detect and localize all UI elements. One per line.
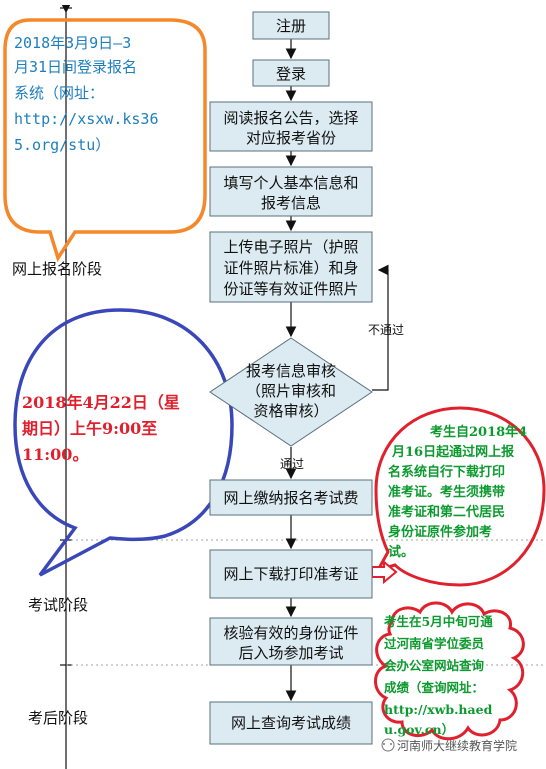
step-register: 注册	[252, 11, 330, 40]
stage-registration: 网上报名阶段	[12, 260, 102, 278]
red-callout: 考生自2018年4 月16日起通过网上报 名系统自行下载打印 准考证。考生须携带…	[374, 406, 546, 587]
step-pay-fee-label: 网上缴纳报名考试费	[223, 489, 358, 507]
cloud-callout-line-6: u.gov.cn）	[384, 722, 454, 737]
stage-exam: 考试阶段	[28, 596, 88, 614]
step-fill-info: 填写个人基本信息和 报考信息	[209, 166, 373, 217]
step-review-line-2: （照片审核和	[246, 382, 336, 400]
step-query-score: 网上查询考试成绩	[209, 701, 373, 745]
step-upload-photo-line-1: 上传电子照片（护照	[223, 238, 358, 256]
step-pay-fee: 网上缴纳报名考试费	[209, 479, 373, 516]
red-callout-line-1: 考生自2018年4	[430, 424, 527, 440]
step-upload-photo: 上传电子照片（护照 证件照片标准）和身 份证等有效证件照片	[209, 231, 373, 303]
red-callout-line-3: 名系统自行下载打印	[388, 464, 505, 480]
pass-label: 通过	[280, 457, 304, 471]
stage-post-exam: 考后阶段	[28, 709, 88, 727]
step-review-line-3: 资格审核）	[253, 402, 328, 420]
cloud-callout-line-1: 考生在5月中旬可通	[384, 614, 493, 629]
wechat-icon	[381, 738, 395, 752]
red-callout-line-6: 身份证原件参加考	[388, 524, 492, 540]
connectors	[285, 39, 389, 702]
step-upload-photo-line-3: 份证等有效证件照片	[223, 280, 358, 298]
step-read-notice-line-2: 对应报考省份	[246, 129, 336, 147]
step-register-label: 注册	[276, 17, 306, 35]
step-download-ticket-label: 网上下载打印准考证	[223, 565, 358, 583]
step-verify-id-line-1: 核验有效的身份证件	[223, 624, 358, 642]
red-hollow-arrow	[371, 559, 398, 585]
red-callout-line-5: 准考证和第二代居民	[388, 504, 505, 520]
watermark-text: 河南师大继续教育学院	[397, 738, 517, 753]
step-login-label: 登录	[276, 65, 306, 83]
cloud-callout-line-2: 过河南省学位委员	[384, 636, 485, 651]
step-verify-id: 核验有效的身份证件 后入场参加考试	[209, 617, 373, 666]
blue-callout-line-2: 期日）上午9:00至	[22, 419, 157, 438]
orange-callout-line-5: 5.org/stu）	[14, 136, 110, 154]
orange-callout-line-4: http://xsxw.ks36	[14, 110, 159, 128]
blue-callout-line-3: 11:00。	[22, 445, 88, 464]
cloud-callout-line-4: 成绩（查询网址：	[384, 680, 484, 695]
orange-callout-line-1: 2018年3月9日—3	[14, 34, 131, 52]
orange-callout: 2018年3月9日—3 月31日间登录报名 系统（网址： http://xsxw…	[3, 18, 207, 263]
step-fill-info-line-1: 填写个人基本信息和	[223, 174, 358, 192]
step-read-notice-line-1: 阅读报名公告，选择	[223, 109, 358, 127]
step-upload-photo-line-2: 证件照片标准）和身	[223, 259, 358, 277]
red-callout-line-7: 试。	[388, 544, 414, 560]
cloud-callout-line-3: 会办公室网站查询	[384, 658, 485, 673]
red-callout-line-2: 月16日起通过网上报	[391, 444, 515, 460]
step-read-notice: 阅读报名公告，选择 对应报考省份	[209, 101, 373, 152]
fail-label: 不通过	[368, 323, 404, 337]
blue-callout-line-1: 2018年4月22日（星	[22, 393, 180, 412]
step-review-line-1: 报考信息审核	[246, 362, 336, 380]
step-fill-info-line-2: 报考信息	[261, 194, 321, 212]
step-login: 登录	[252, 59, 330, 87]
red-callout-line-4: 准考证。考生须携带	[388, 484, 505, 500]
blue-callout: 2018年4月22日（星 期日）上午9:00至 11:00。	[13, 308, 234, 577]
cloud-callout: 考生在5月中旬可通 过河南省学位委员 会办公室网站查询 成绩（查询网址： htt…	[374, 601, 525, 741]
orange-callout-line-3: 系统（网址：	[14, 84, 104, 102]
orange-callout-line-2: 月31日间登录报名	[14, 58, 137, 76]
step-review-decision: 报考信息审核 （照片审核和 资格审核）	[209, 337, 373, 447]
watermark: 河南师大继续教育学院	[381, 738, 517, 753]
cloud-callout-line-5: http://xwb.haed	[384, 702, 493, 717]
step-download-ticket: 网上下载打印准考证	[209, 549, 373, 599]
step-query-score-label: 网上查询考试成绩	[231, 714, 351, 732]
step-verify-id-line-2: 后入场参加考试	[238, 644, 343, 662]
